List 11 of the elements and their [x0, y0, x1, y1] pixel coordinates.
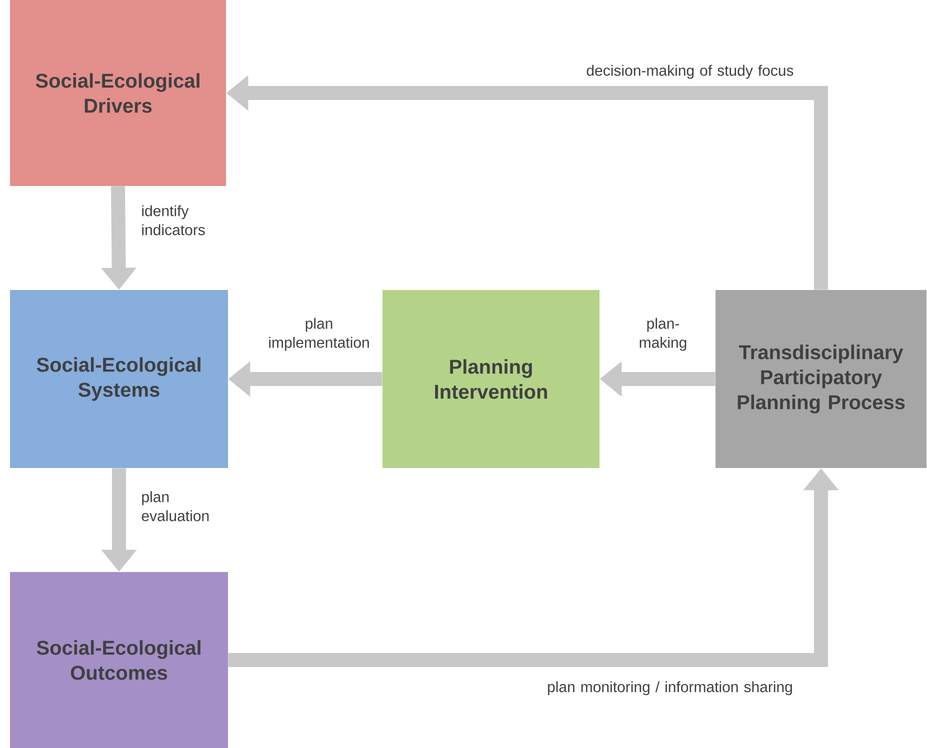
- edge-label: plan evaluation: [142, 491, 209, 522]
- edge-label: plan monitoring / information sharing: [548, 681, 792, 696]
- edge-label: decision-making of study focus: [586, 64, 794, 79]
- process-box: Planning Intervention: [382, 290, 600, 468]
- edge-label: plan implementation: [269, 318, 369, 351]
- process-box: Social-Ecological Drivers: [10, 0, 226, 186]
- process-box: Transdisciplinary Participatory Planning Process: [716, 290, 926, 468]
- edge-label: identify indicators: [142, 205, 205, 236]
- edge-label: plan-making: [640, 318, 686, 351]
- process-box: Social-Ecological Systems: [10, 290, 228, 468]
- process-box: Social-Ecological Outcomes: [10, 572, 228, 748]
